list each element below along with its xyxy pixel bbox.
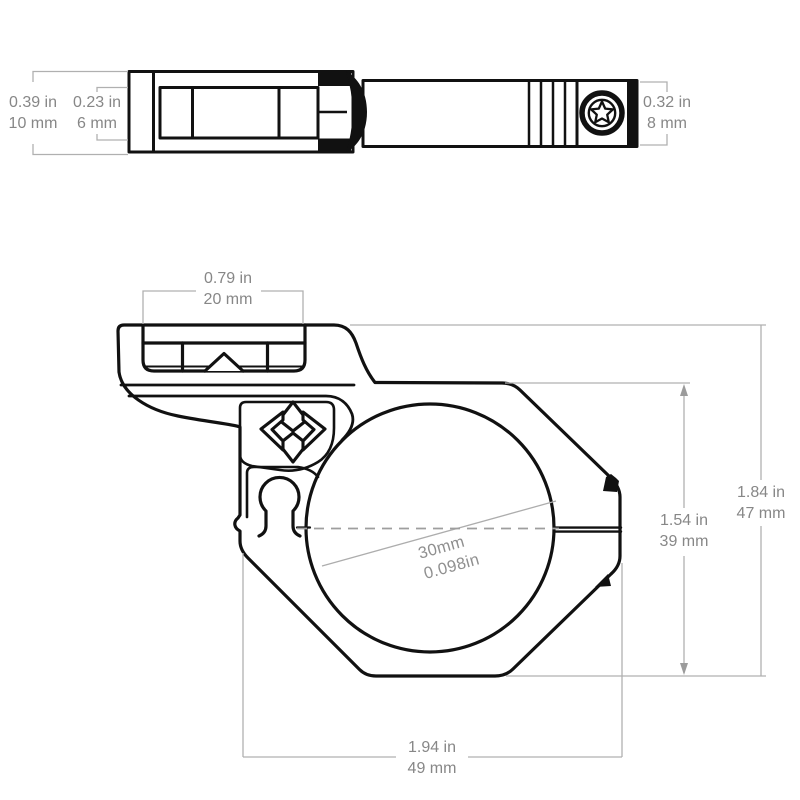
side-view-drawing [127, 70, 639, 154]
torx-screw-icon [579, 90, 625, 136]
ring-screw-lower [595, 574, 611, 587]
dim-value-mm: 8 mm [646, 115, 687, 132]
clamp-black-bottom [318, 138, 351, 152]
dim-value-mm: 6 mm [76, 115, 117, 132]
dim-label-rail-width: 0.79 in 20 mm [200, 268, 256, 310]
dim-label-rail-height: 0.39 in 10 mm [5, 92, 61, 134]
clamp-black-top [318, 71, 351, 86]
dim-value-in: 1.94 in [407, 739, 457, 756]
dim-value-in: 0.79 in [203, 270, 253, 287]
tube-end-cap [627, 80, 637, 147]
ring-edge-crescent [346, 71, 367, 152]
recoil-lug [203, 351, 245, 373]
dim-value-in: 0.32 in [642, 94, 692, 111]
front-view-dim-lines [142, 290, 766, 758]
dim-label-overall-width: 1.94 in 49 mm [404, 737, 460, 779]
dim-value-in: 0.39 in [8, 94, 58, 111]
dim-label-tube-height: 0.32 in 8 mm [639, 92, 695, 134]
tube-grooves [527, 82, 567, 145]
dim-label-slot-height: 0.23 in 6 mm [69, 92, 125, 134]
dim-value-mm: 47 mm [736, 505, 786, 522]
vortex-star-logo [259, 400, 327, 464]
dim-value-in: 0.23 in [72, 94, 122, 111]
dim-value-mm: 49 mm [407, 760, 457, 777]
dim-value-in: 1.54 in [659, 512, 709, 529]
dim-value-mm: 39 mm [659, 533, 709, 550]
scope-bore-circle [304, 402, 556, 654]
dim-value-in: 1.84 in [736, 484, 786, 501]
dim-value-mm: 20 mm [203, 291, 253, 308]
dim-label-overall-height: 1.84 in 47 mm [733, 482, 789, 524]
ring-screw-upper [603, 474, 619, 492]
dim-label-ring-height: 1.54 in 39 mm [656, 510, 712, 552]
front-view-drawing [116, 323, 623, 678]
keyhole-slot [257, 475, 302, 538]
dim-value-mm: 10 mm [8, 115, 58, 132]
